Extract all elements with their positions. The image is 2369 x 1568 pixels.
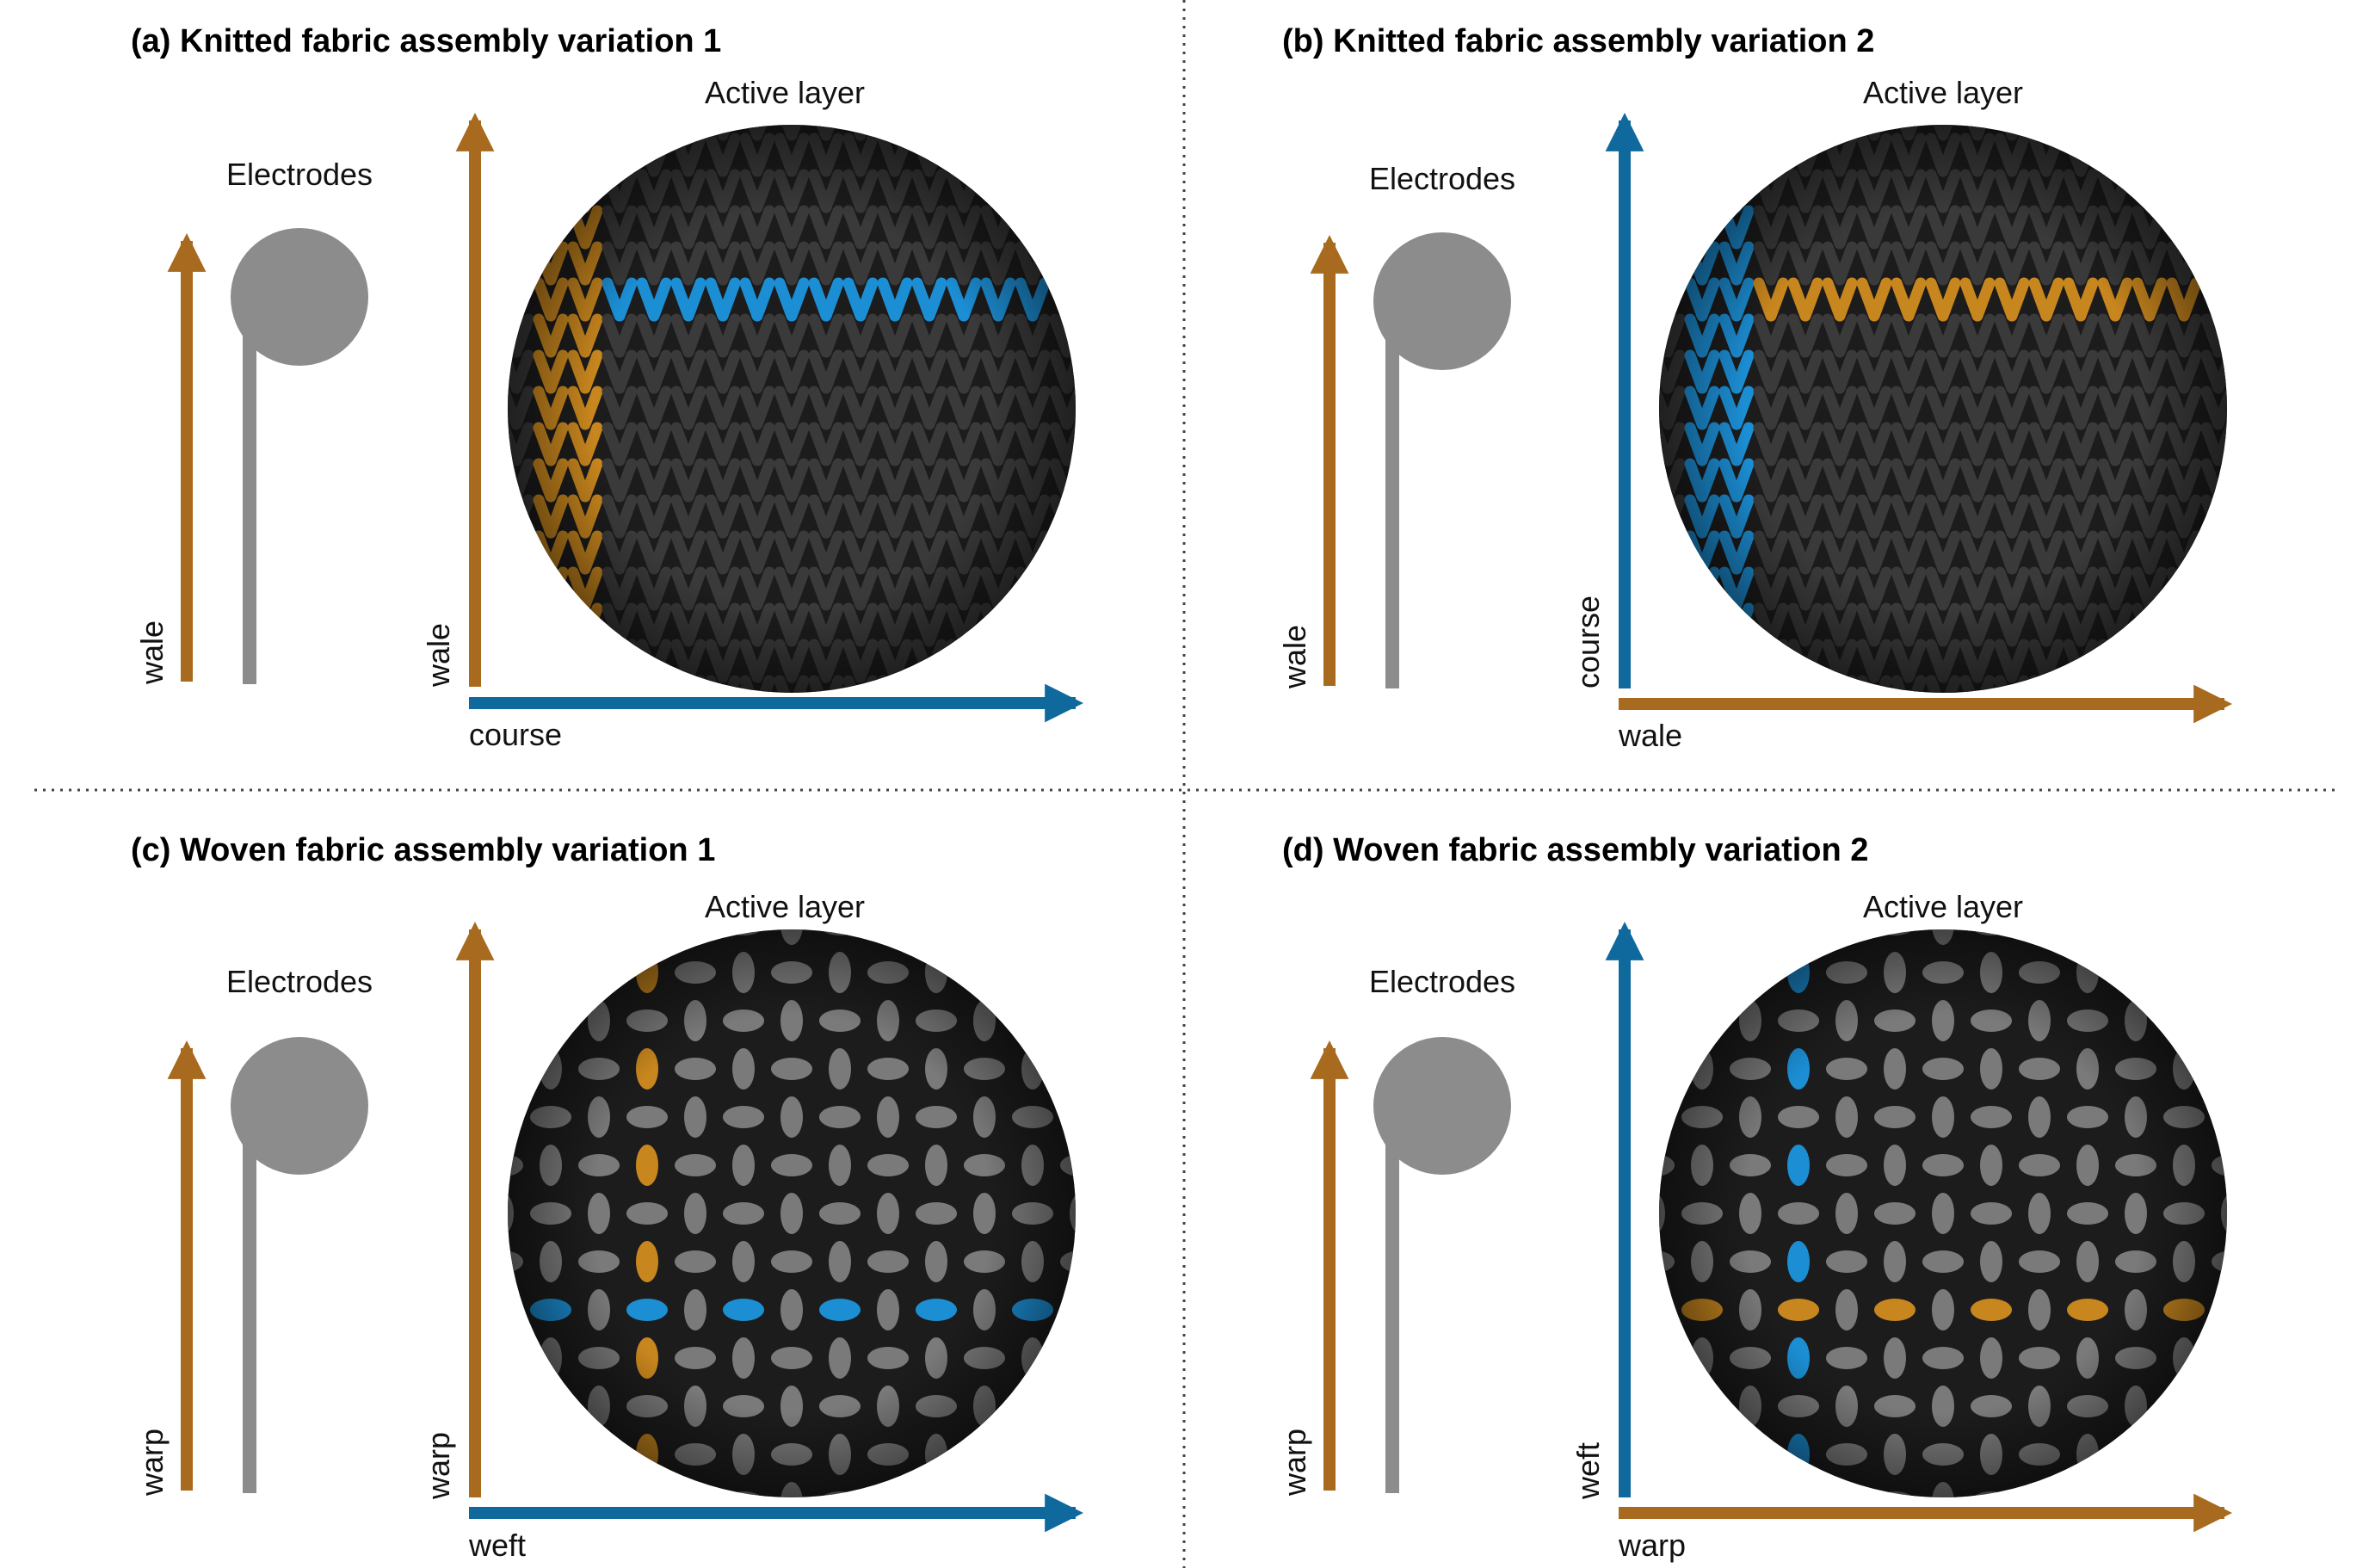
- panel-d-title: (d) Woven fabric assembly variation 2: [1282, 832, 1868, 868]
- panel-d-electrode-icon: [1373, 1037, 1511, 1493]
- panel-c-vertical-axis-label: warp: [421, 1432, 456, 1500]
- panel-c-title: (c) Woven fabric assembly variation 1: [131, 832, 715, 868]
- panel-d-active-layer-label: Active layer: [1863, 889, 2023, 924]
- panel-b-vertical-axis-label: course: [1570, 596, 1606, 688]
- panel-a-active-layer-vignette: [508, 125, 1076, 693]
- panel-c-active-layer-vignette: [508, 929, 1076, 1497]
- panel-b-electrode-icon: [1373, 232, 1511, 688]
- panel-c-horizontal-axis-label: weft: [468, 1528, 526, 1563]
- panel-a-active-layer-label: Active layer: [705, 75, 865, 110]
- panel-a-title: (a) Knitted fabric assembly variation 1: [131, 23, 721, 59]
- panel-c-active-layer-label: Active layer: [705, 889, 865, 924]
- panel-b-electrode-axis-label: wale: [1277, 625, 1312, 689]
- panel-a-electrodes-label: Electrodes: [226, 157, 373, 192]
- panel-d-vertical-axis-label: weft: [1570, 1442, 1606, 1500]
- panel-a-horizontal-axis-label: course: [469, 717, 562, 752]
- panel-d-electrode-axis-label: warp: [1277, 1429, 1312, 1497]
- panel-c-electrode-icon: [231, 1037, 368, 1493]
- panel-b-active-layer-label: Active layer: [1863, 75, 2023, 110]
- panel-a-electrode-icon: [231, 228, 368, 684]
- panel-b-horizontal-axis-label: wale: [1618, 718, 1682, 753]
- panel-a-electrode-axis-label: wale: [134, 620, 170, 685]
- panel-c-electrodes-label: Electrodes: [226, 964, 373, 999]
- panel-a: (a) Knitted fabric assembly variation 1 …: [131, 23, 1083, 752]
- panel-c-electrode-axis-label: warp: [134, 1429, 170, 1497]
- panel-c: (c) Woven fabric assembly variation 1 El…: [131, 832, 1083, 1563]
- panel-d: (d) Woven fabric assembly variation 2 El…: [1277, 832, 2232, 1563]
- panel-d-active-layer-vignette: [1659, 929, 2227, 1497]
- panel-d-electrodes-label: Electrodes: [1369, 964, 1515, 999]
- panel-d-horizontal-axis-label: warp: [1618, 1528, 1686, 1563]
- panel-b-active-layer-vignette: [1659, 125, 2227, 693]
- panel-b-title: (b) Knitted fabric assembly variation 2: [1282, 23, 1874, 59]
- panel-b: (b) Knitted fabric assembly variation 2 …: [1277, 23, 2232, 753]
- panel-b-electrodes-label: Electrodes: [1369, 161, 1515, 196]
- panel-a-vertical-axis-label: wale: [421, 623, 456, 688]
